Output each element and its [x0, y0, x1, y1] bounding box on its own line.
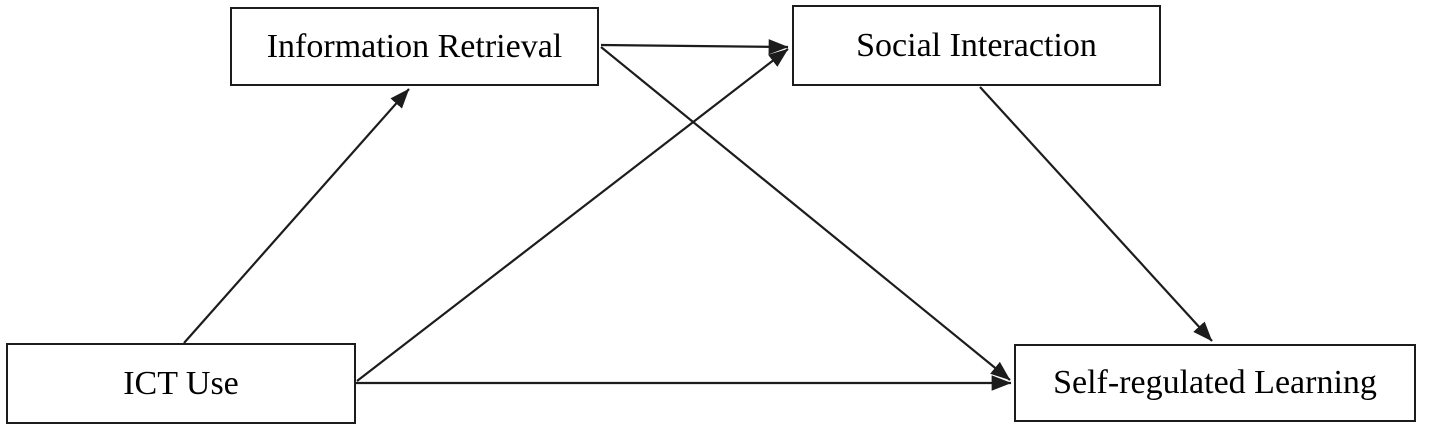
node-self-regulated-learning-label: Self-regulated Learning	[1053, 364, 1377, 401]
node-ict-use: ICT Use	[6, 343, 356, 424]
edge-ictuse-to-socialinteraction	[356, 48, 789, 382]
edge-informationretrieval-to-selfregulatedlearning	[600, 46, 1011, 381]
edge-socialinteraction-to-selfregulatedlearning	[979, 86, 1213, 342]
node-social-interaction-label: Social Interaction	[856, 26, 1097, 64]
node-ict-use-label: ICT Use	[123, 364, 239, 402]
edge-informationretrieval-to-socialinteraction	[600, 39, 789, 55]
node-information-retrieval: Information Retrieval	[230, 7, 599, 86]
node-information-retrieval-label: Information Retrieval	[266, 27, 563, 65]
node-self-regulated-learning: Self-regulated Learning	[1014, 344, 1416, 422]
node-social-interaction: Social Interaction	[792, 5, 1161, 86]
edge-ictuse-to-informationretrieval	[183, 88, 410, 344]
